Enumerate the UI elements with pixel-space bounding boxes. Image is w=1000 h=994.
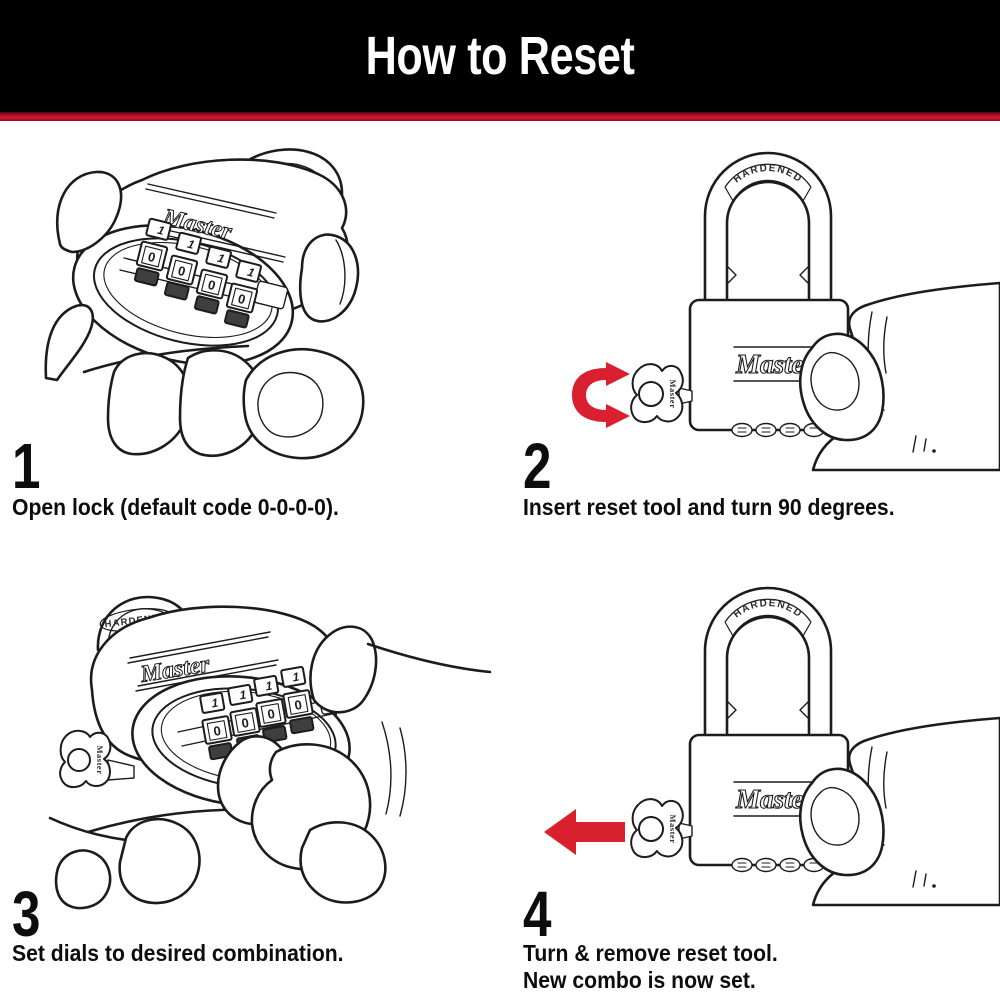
svg-text:1: 1 xyxy=(265,678,273,693)
step4-caption-line1: Turn & remove reset tool. xyxy=(523,940,778,966)
step3-illustration: HARDENED Master 1 0 1 xyxy=(48,595,492,910)
hand xyxy=(799,281,1000,472)
reset-tool: Master xyxy=(630,363,693,424)
thumb xyxy=(799,767,885,877)
hand xyxy=(799,716,1000,907)
shackle: HARDENED xyxy=(703,151,833,310)
tool-label: Master xyxy=(95,746,105,775)
step1-caption: Open lock (default code 0-0-0-0). xyxy=(12,494,339,520)
header-banner: How to Reset xyxy=(0,0,1000,112)
svg-text:0: 0 xyxy=(240,715,250,731)
shackle: HARDENED xyxy=(703,586,833,745)
svg-text:1: 1 xyxy=(292,669,300,684)
thumb xyxy=(799,332,885,442)
tool-label: Master xyxy=(668,380,678,409)
reset-tool: Master xyxy=(630,798,693,859)
svg-text:0: 0 xyxy=(212,723,222,739)
tool-label: Master xyxy=(668,815,678,844)
svg-text:0: 0 xyxy=(176,263,187,279)
page-title: How to Reset xyxy=(365,26,635,86)
step4-caption: Turn & remove reset tool. New combo is n… xyxy=(523,940,778,994)
hand xyxy=(48,625,492,910)
dial: 1 0 xyxy=(133,217,172,287)
dial: 1 0 xyxy=(280,665,315,735)
red-stripe-divider xyxy=(0,112,1000,121)
step2-illustration: HARDENED Master Master xyxy=(572,151,1000,472)
svg-text:0: 0 xyxy=(206,277,217,293)
dial: 1 0 xyxy=(253,674,288,744)
step4-illustration: HARDENED Master Master xyxy=(544,586,1000,907)
step4-caption-line2: New combo is now set. xyxy=(523,967,756,993)
rotate-arrow xyxy=(572,362,630,428)
step4-number: 4 xyxy=(523,878,552,950)
step2-number: 2 xyxy=(523,430,552,502)
dial-edges xyxy=(731,422,825,438)
svg-text:1: 1 xyxy=(211,695,219,710)
svg-text:1: 1 xyxy=(239,687,247,702)
step1-illustration: HARDENED Master 1 0 1 xyxy=(44,148,365,460)
remove-arrow xyxy=(544,809,625,855)
svg-text:0: 0 xyxy=(146,249,157,265)
dial: 1 0 xyxy=(163,231,202,301)
reset-tool: Master xyxy=(59,729,135,789)
thumb xyxy=(298,233,360,323)
svg-text:0: 0 xyxy=(266,706,276,722)
step1-number: 1 xyxy=(12,430,41,502)
svg-text:0: 0 xyxy=(236,291,247,307)
step3-number: 3 xyxy=(12,878,41,950)
dial: 1 0 xyxy=(193,245,232,315)
dial: 1 0 xyxy=(223,259,262,329)
svg-text:0: 0 xyxy=(293,697,303,713)
combination-dials: 1 0 1 0 1 0 xyxy=(133,217,262,329)
step3-caption: Set dials to desired combination. xyxy=(12,940,344,966)
hand xyxy=(44,170,365,460)
step2-caption: Insert reset tool and turn 90 degrees. xyxy=(523,494,895,520)
